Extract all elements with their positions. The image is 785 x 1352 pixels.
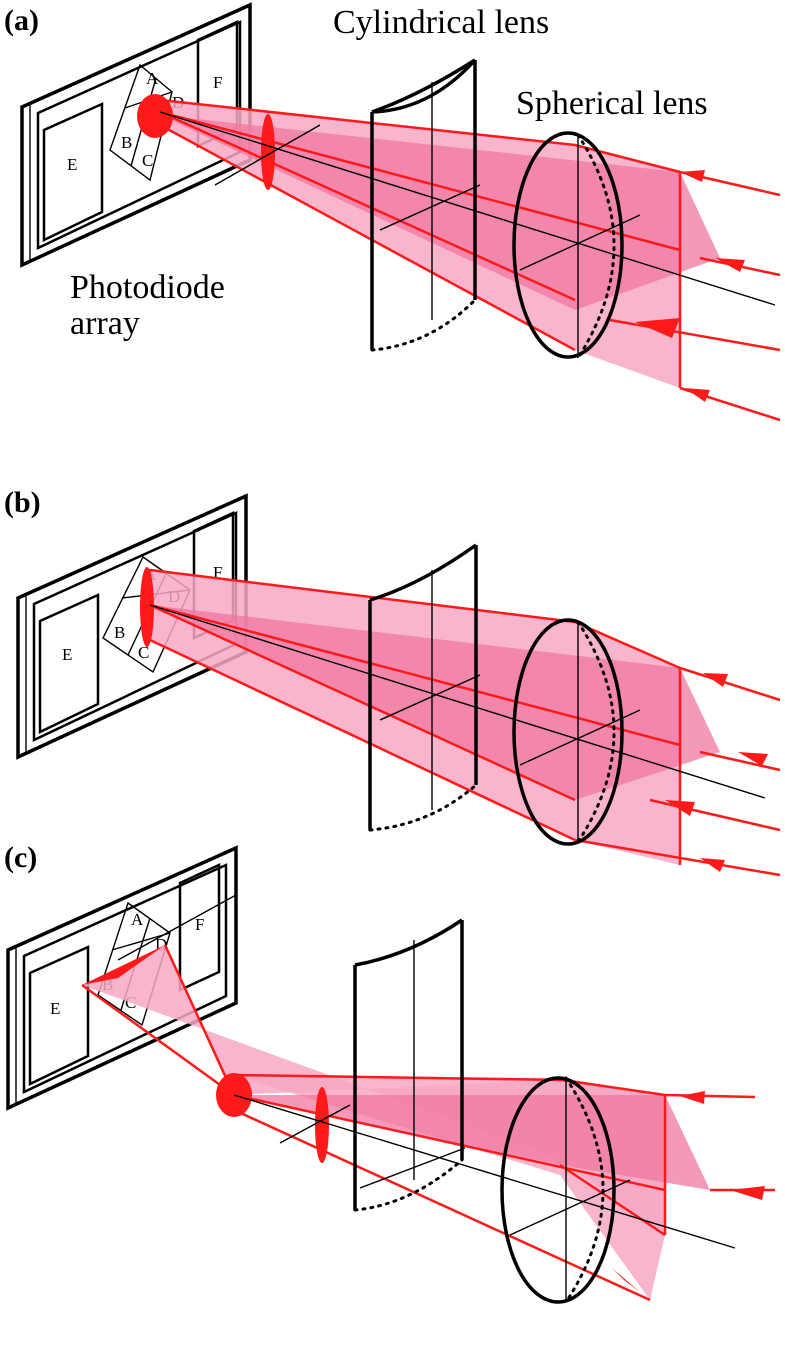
window-e-label-c: E (50, 999, 60, 1018)
spherical-lens-label: Spherical lens (516, 85, 708, 122)
window-e-a (42, 102, 104, 242)
arrow-head-4-b (700, 858, 725, 872)
line-focus-c (315, 1087, 329, 1163)
cylindrical-lens-c (353, 918, 464, 1212)
arrow-head-2-a (715, 258, 745, 272)
photodiode-label-line2: array (70, 305, 140, 342)
spherical-lens-c (500, 1076, 616, 1304)
photodiode-label-line1: Photodiode (70, 269, 225, 306)
cylindrical-lens-a (370, 58, 477, 352)
quad-b-label-a: B (121, 133, 132, 152)
arrow-head-3-a (635, 318, 680, 338)
arrow-head-3-c (612, 1268, 640, 1292)
window-f-label-b: F (213, 563, 222, 582)
elongated-spot-c (82, 945, 165, 985)
panel-label-b: (b) (4, 486, 41, 519)
beam-spot-a (137, 94, 173, 138)
window-f-label-c: F (195, 915, 204, 934)
quad-a-label-c: A (131, 910, 144, 929)
arrow-head-2-b (738, 752, 768, 766)
focus-spot-a (261, 114, 275, 190)
window-f-c (178, 863, 221, 992)
arrow-head-1-a (680, 170, 705, 182)
arrow-head-2-c (730, 1186, 765, 1200)
beam-spot-b (140, 567, 154, 647)
panel-label-a: (a) (4, 4, 39, 37)
arrow-head-1-b (703, 673, 728, 687)
arrow-head-1-c (680, 1091, 705, 1104)
cylindrical-lens-label: Cylindrical lens (333, 4, 549, 41)
window-f-label-a: F (213, 73, 222, 92)
panel-label-c: (c) (4, 841, 37, 874)
laser-beam-c (81, 944, 775, 1302)
quad-b-label-b: B (114, 623, 125, 642)
panel-c: (c) E F A B C D (4, 841, 775, 1304)
quad-c-label-b: C (138, 643, 149, 662)
laser-beam-b (140, 567, 781, 877)
window-e-label-b: E (62, 645, 72, 664)
quad-a-label-a: A (146, 69, 159, 88)
panel-a: (a) Cylindrical lens Spherical lens Phot… (4, 2, 781, 422)
cylindrical-lens-b (368, 543, 478, 832)
arrow-head-4-a (685, 388, 710, 402)
spherical-lens-a (512, 131, 624, 360)
window-e-c (28, 945, 90, 1086)
laser-beam-a (137, 94, 781, 422)
window-e-b (38, 593, 100, 734)
window-e-label-a: E (67, 155, 77, 174)
panel-b: (b) E F A B C D (4, 486, 781, 877)
quad-c-label-a: C (142, 151, 153, 170)
arrow-head-3-b (665, 800, 695, 816)
spherical-lens-b (512, 618, 624, 846)
